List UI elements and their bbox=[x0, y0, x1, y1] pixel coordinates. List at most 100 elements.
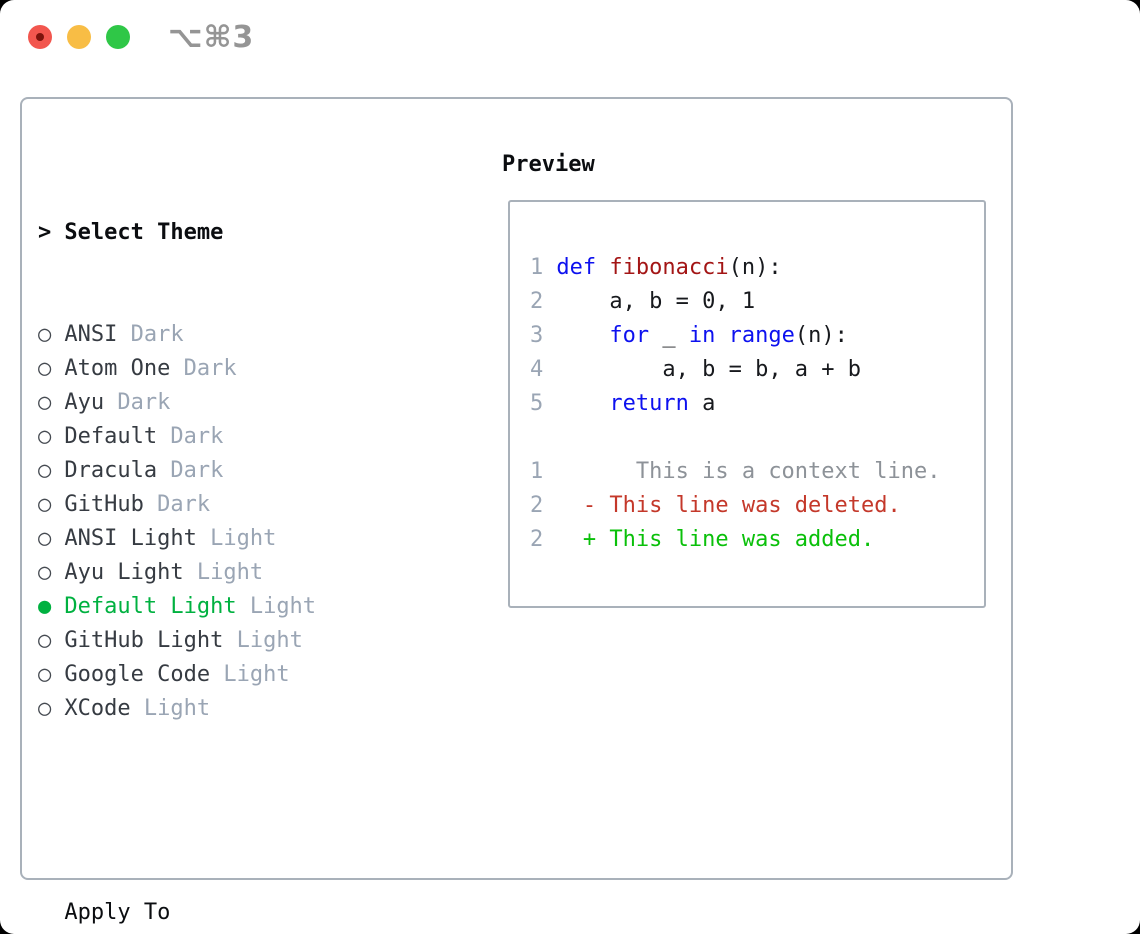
line-number: 1 bbox=[530, 255, 544, 280]
theme-option-google-code[interactable]: ○ Google Code Light bbox=[38, 658, 468, 692]
zoom-button[interactable] bbox=[106, 25, 130, 49]
theme-variant: Light bbox=[210, 662, 290, 687]
code-token bbox=[715, 323, 728, 348]
theme-option-default-light[interactable]: ●Default Light Light bbox=[38, 590, 468, 624]
theme-name: XCode bbox=[64, 696, 131, 721]
theme-option-ayu-light[interactable]: ○ Ayu Light Light bbox=[38, 556, 468, 590]
select-theme-title: Select Theme bbox=[64, 220, 224, 245]
theme-name: Default Light bbox=[64, 594, 237, 619]
theme-name: ANSI bbox=[64, 322, 118, 347]
code-token: (n): bbox=[728, 255, 782, 280]
line-number: 2 bbox=[530, 527, 544, 552]
radio-unselected-icon: ○ bbox=[38, 458, 52, 483]
line-number: 2 bbox=[530, 493, 544, 518]
apply-to-heading: Apply To bbox=[38, 896, 468, 930]
radio-unselected-icon: ○ bbox=[38, 492, 52, 517]
theme-option-ayu[interactable]: ○ Ayu Dark bbox=[38, 386, 468, 420]
code-token: range bbox=[728, 323, 795, 348]
code-token: a bbox=[688, 391, 716, 416]
theme-variant: Light bbox=[196, 526, 277, 551]
code-line bbox=[530, 421, 941, 455]
code-line: 2 + This line was added. bbox=[530, 523, 941, 557]
code-token: - This line was deleted. bbox=[556, 493, 901, 518]
theme-option-ansi[interactable]: ○ ANSI Dark bbox=[38, 318, 468, 352]
code-line: 2 a, b = 0, 1 bbox=[530, 285, 941, 319]
theme-variant: Light bbox=[130, 696, 211, 721]
radio-unselected-icon: ○ bbox=[38, 696, 52, 721]
spacer-row bbox=[38, 794, 468, 828]
preview-heading: Preview bbox=[502, 152, 595, 177]
code-token: a, b = b, a + b bbox=[556, 357, 862, 382]
theme-name: GitHub Light bbox=[64, 628, 224, 653]
code-token: fibonacci bbox=[609, 255, 729, 280]
code-token: in bbox=[688, 323, 716, 348]
code-line: 3 for _ in range(n): bbox=[530, 319, 941, 353]
theme-variant: Light bbox=[236, 594, 317, 619]
theme-name: Google Code bbox=[64, 662, 211, 687]
theme-variant: Dark bbox=[170, 356, 237, 381]
radio-unselected-icon: ○ bbox=[38, 356, 52, 381]
theme-option-ansi-light[interactable]: ○ ANSI Light Light bbox=[38, 522, 468, 556]
radio-unselected-icon: ○ bbox=[38, 424, 52, 449]
theme-selector: > Select Theme ○ ANSI Dark ○ Atom One Dark ○ A… bbox=[38, 148, 468, 934]
line-number: 5 bbox=[530, 391, 544, 416]
theme-name: Ayu bbox=[64, 390, 105, 415]
code-token: _ bbox=[649, 323, 689, 348]
theme-variant: Light bbox=[183, 560, 264, 585]
theme-name: Atom One bbox=[64, 356, 171, 381]
code-line: 5 return a bbox=[530, 387, 941, 421]
cursor-indicator: > bbox=[38, 220, 52, 245]
code-token: for bbox=[609, 323, 650, 348]
code-token: a, b = 0, 1 bbox=[556, 289, 756, 314]
radio-unselected-icon: ○ bbox=[38, 390, 52, 415]
theme-option-xcode[interactable]: ○ XCode Light bbox=[38, 692, 468, 726]
theme-option-dracula[interactable]: ○ Dracula Dark bbox=[38, 454, 468, 488]
close-button[interactable] bbox=[28, 25, 52, 49]
code-token: This is a context line. bbox=[556, 459, 941, 484]
theme-name: Ayu Light bbox=[64, 560, 184, 585]
apply-to-title: Apply To bbox=[64, 900, 171, 925]
theme-name: GitHub bbox=[64, 492, 144, 517]
code-token bbox=[596, 255, 609, 280]
main-panel: > Select Theme ○ ANSI Dark ○ Atom One Dark ○ A… bbox=[20, 97, 1013, 925]
theme-option-github-light[interactable]: ○ GitHub Light Light bbox=[38, 624, 468, 658]
radio-unselected-icon: ○ bbox=[38, 322, 52, 347]
code-token: (n): bbox=[794, 323, 848, 348]
line-number: 2 bbox=[530, 289, 544, 314]
radio-unselected-icon: ○ bbox=[38, 662, 52, 687]
code-line: 2 - This line was deleted. bbox=[530, 489, 941, 523]
theme-variant: Dark bbox=[157, 424, 224, 449]
theme-list: ○ ANSI Dark ○ Atom One Dark ○ Ayu Dark ○ Defaul… bbox=[38, 318, 468, 726]
code-token bbox=[556, 323, 609, 348]
code-token: def bbox=[556, 255, 597, 280]
code-line: 1 This is a context line. bbox=[530, 455, 941, 489]
radio-unselected-icon: ○ bbox=[38, 526, 52, 551]
radio-unselected-icon: ○ bbox=[38, 560, 52, 585]
titlebar: ⌥⌘3 bbox=[0, 0, 1140, 75]
code-token: + This line was added. bbox=[556, 527, 875, 552]
theme-option-atom-one[interactable]: ○ Atom One Dark bbox=[38, 352, 468, 386]
theme-variant: Dark bbox=[117, 322, 184, 347]
code-line: 1 def fibonacci(n): bbox=[530, 251, 941, 285]
theme-name: Dracula bbox=[64, 458, 158, 483]
window-shortcut-label: ⌥⌘3 bbox=[168, 20, 255, 55]
code-token bbox=[556, 391, 609, 416]
line-number: 4 bbox=[530, 357, 544, 382]
theme-variant: Light bbox=[223, 628, 303, 653]
theme-variant: Dark bbox=[143, 492, 211, 517]
theme-name: Default bbox=[64, 424, 158, 449]
code-token: return bbox=[609, 391, 689, 416]
theme-option-github[interactable]: ○ GitHub Dark bbox=[38, 488, 468, 522]
theme-option-default[interactable]: ○ Default Dark bbox=[38, 420, 468, 454]
radio-unselected-icon: ○ bbox=[38, 628, 52, 653]
select-theme-heading: > Select Theme bbox=[38, 216, 468, 250]
code-line: 4 a, b = b, a + b bbox=[530, 353, 941, 387]
theme-variant: Dark bbox=[104, 390, 171, 415]
line-number: 1 bbox=[530, 459, 544, 484]
theme-variant: Dark bbox=[157, 458, 224, 483]
minimize-button[interactable] bbox=[67, 25, 91, 49]
line-number: 3 bbox=[530, 323, 544, 348]
theme-name: ANSI Light bbox=[64, 526, 197, 551]
